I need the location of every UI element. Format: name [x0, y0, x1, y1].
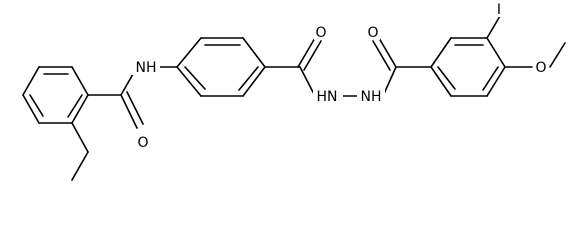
carbonyl-right-double-1	[378, 37, 397, 68]
carbonyl-left-to-n	[299, 66, 316, 97]
methyl-bond	[71, 122, 89, 153]
ring-a-methylphenyl	[22, 66, 89, 124]
iodine-bond	[486, 15, 501, 39]
atom-labels: NH O O HN NH O I O	[132, 2, 548, 151]
atom-label-iodine: I	[497, 2, 501, 18]
amide-co-bond	[120, 94, 138, 129]
atom-label-o-hydrazide-left: O	[315, 25, 326, 41]
methoxy-methyl-bond	[549, 42, 566, 68]
atom-label-hn-hydrazide: HN	[317, 89, 338, 105]
methyl-bond-end	[71, 151, 89, 181]
atom-label-o-amide: O	[137, 135, 148, 151]
atom-label-nh-amide: NH	[136, 60, 157, 76]
amide-co-double	[126, 91, 144, 125]
carbonyl-left-double-1	[297, 37, 316, 68]
atom-label-nh-hydrazide: NH	[361, 89, 382, 105]
ring-c-iodo-methoxyphenyl	[430, 37, 506, 97]
atom-label-o-hydrazide-right: O	[367, 25, 378, 41]
molecular-structure-diagram: NH O O HN NH O I O	[22, 2, 566, 181]
n-to-carbonyl-right	[382, 66, 397, 97]
carbonyl-left-double-2	[303, 40, 322, 71]
ring-b-phenylene	[176, 37, 266, 97]
atom-label-o-methoxy: O	[535, 60, 546, 76]
carbonyl-right-double-2	[372, 40, 391, 71]
